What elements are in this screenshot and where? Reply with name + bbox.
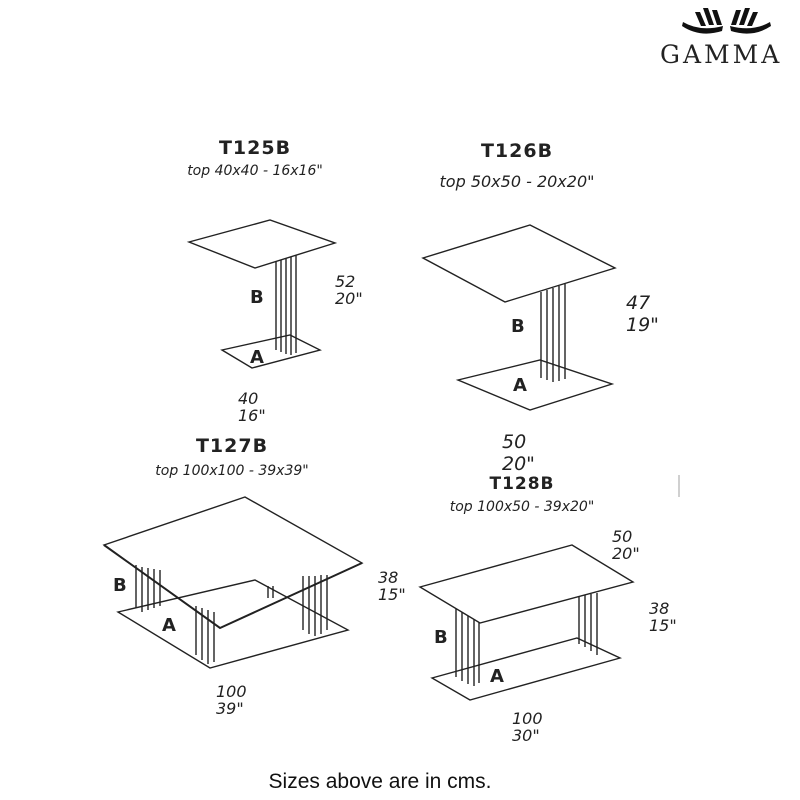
t126b-drawing [421, 224, 617, 411]
t127b-label-a: A [162, 615, 176, 636]
units-note: Sizes above are in cms. [268, 770, 492, 793]
t126b-width-in: 20" [502, 453, 535, 475]
t125b-top-size: top 40x40 - 16x16" [187, 163, 323, 179]
t127b-width-cm: 100 [216, 682, 247, 701]
t128b-label-a: A [490, 666, 504, 687]
t127b-drawing [102, 496, 364, 669]
t127b-base [116, 579, 350, 669]
brand-logo: GAMMA [660, 40, 783, 69]
t127b-height-in: 15" [378, 585, 406, 604]
t128b-depth-in: 20" [612, 544, 640, 563]
t128b-height-in: 15" [649, 616, 677, 635]
t128b-title: T128B [489, 474, 555, 494]
t125b-legs [275, 254, 297, 355]
t127b-width-in: 39" [216, 699, 244, 718]
t125b-base [220, 334, 322, 369]
t128b-base [430, 637, 623, 701]
t127b-height-cm: 38 [378, 568, 399, 587]
t126b-label-a: A [513, 375, 527, 396]
t126b-height-in: 19" [626, 314, 659, 336]
t128b-width-cm: 100 [512, 709, 543, 728]
t125b-label-a: A [250, 347, 264, 368]
t128b-width-in: 30" [512, 726, 540, 745]
t128b-height-cm: 38 [649, 599, 670, 618]
t128b-top-size: top 100x50 - 39x20" [449, 499, 595, 515]
t125b-top [186, 219, 338, 269]
t125b-title: T125B [218, 137, 292, 159]
t128b-drawing [418, 544, 635, 701]
t125b-width-cm: 40 [238, 389, 259, 408]
t126b-legs [540, 284, 566, 382]
t127b-label-b: B [113, 575, 127, 596]
t125b-drawing [186, 219, 338, 369]
t126b-height-cm: 47 [626, 292, 651, 314]
t126b-label-b: B [511, 316, 525, 337]
t128b-top [418, 544, 635, 624]
t126b-title: T126B [480, 140, 554, 162]
t126b-width-cm: 50 [502, 431, 527, 453]
t126b-base [455, 359, 615, 411]
t128b-depth-cm: 50 [612, 527, 633, 546]
t126b-top-size: top 50x50 - 20x20" [439, 172, 595, 191]
t127b-title: T127B [195, 435, 269, 457]
t125b-label-b: B [250, 287, 264, 308]
t125b-height-cm: 52 [335, 272, 356, 291]
t126b-top [421, 224, 617, 303]
t125b-height-in: 20" [335, 289, 363, 308]
t128b-label-b: B [434, 627, 448, 648]
t127b-top-size: top 100x100 - 39x39" [155, 463, 309, 479]
t128b-legs [455, 593, 598, 686]
t125b-width-in: 16" [238, 406, 266, 425]
t127b-legs [135, 565, 328, 664]
